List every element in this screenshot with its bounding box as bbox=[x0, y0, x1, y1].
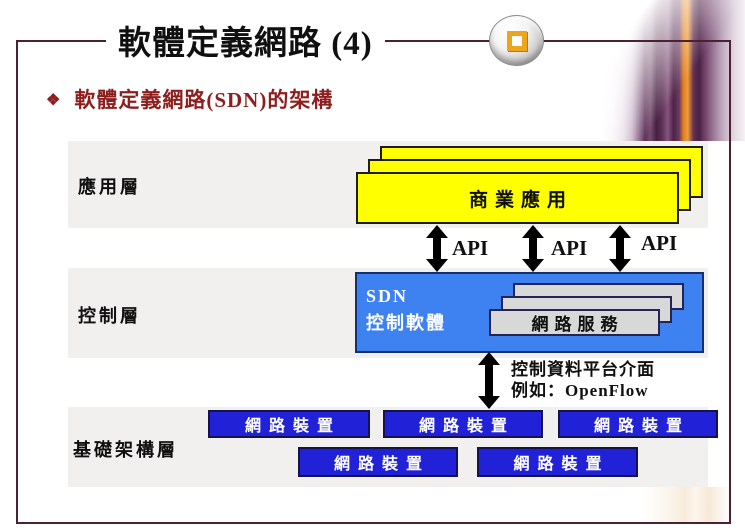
square-icon bbox=[506, 30, 527, 51]
southbound-line1: 控制資料平台介面 bbox=[511, 360, 655, 379]
sdn-controller-line2: 控制軟體 bbox=[366, 313, 446, 333]
sdn-controller-line1: SDN bbox=[366, 286, 409, 306]
infrastructure-layer-label: 基礎架構層 bbox=[73, 440, 178, 460]
network-device-box-3: 網路裝置 bbox=[558, 410, 718, 438]
title-ornament-button bbox=[489, 15, 544, 66]
network-device-box-2: 網路裝置 bbox=[383, 410, 543, 438]
southbound-line2: 例如：OpenFlow bbox=[511, 381, 649, 400]
southbound-annotation: 控制資料平台介面 例如：OpenFlow bbox=[511, 359, 655, 401]
network-device-box-5: 網路裝置 bbox=[477, 447, 638, 477]
control-layer-label: 控制層 bbox=[78, 306, 141, 326]
business-app-box: 商業應用 bbox=[356, 172, 679, 224]
api-arrow-2 bbox=[521, 225, 545, 272]
api-arrow-3 bbox=[608, 225, 632, 272]
decorative-stripes-fade bbox=[602, 0, 745, 141]
api-label-3: API bbox=[641, 231, 678, 255]
decorative-stripes-bottom-right bbox=[642, 487, 731, 523]
network-device-box-1: 網路裝置 bbox=[208, 410, 370, 438]
network-services-box: 網路服務 bbox=[489, 309, 660, 336]
api-label-1: API bbox=[452, 236, 489, 260]
diamond-bullet-icon: ❖ bbox=[46, 92, 61, 109]
api-arrow-1 bbox=[425, 225, 449, 272]
network-device-box-4: 網路裝置 bbox=[298, 447, 458, 477]
southbound-arrow bbox=[477, 352, 501, 409]
application-layer-label: 應用層 bbox=[78, 177, 141, 197]
section-heading-row: ❖ 軟體定義網路(SDN)的架構 bbox=[46, 84, 333, 114]
api-label-2: API bbox=[551, 236, 588, 260]
sdn-controller-label: SDN 控制軟體 bbox=[366, 283, 446, 337]
slide-title: 軟體定義網路 (4) bbox=[106, 16, 385, 64]
section-heading: 軟體定義網路(SDN)的架構 bbox=[74, 88, 334, 112]
